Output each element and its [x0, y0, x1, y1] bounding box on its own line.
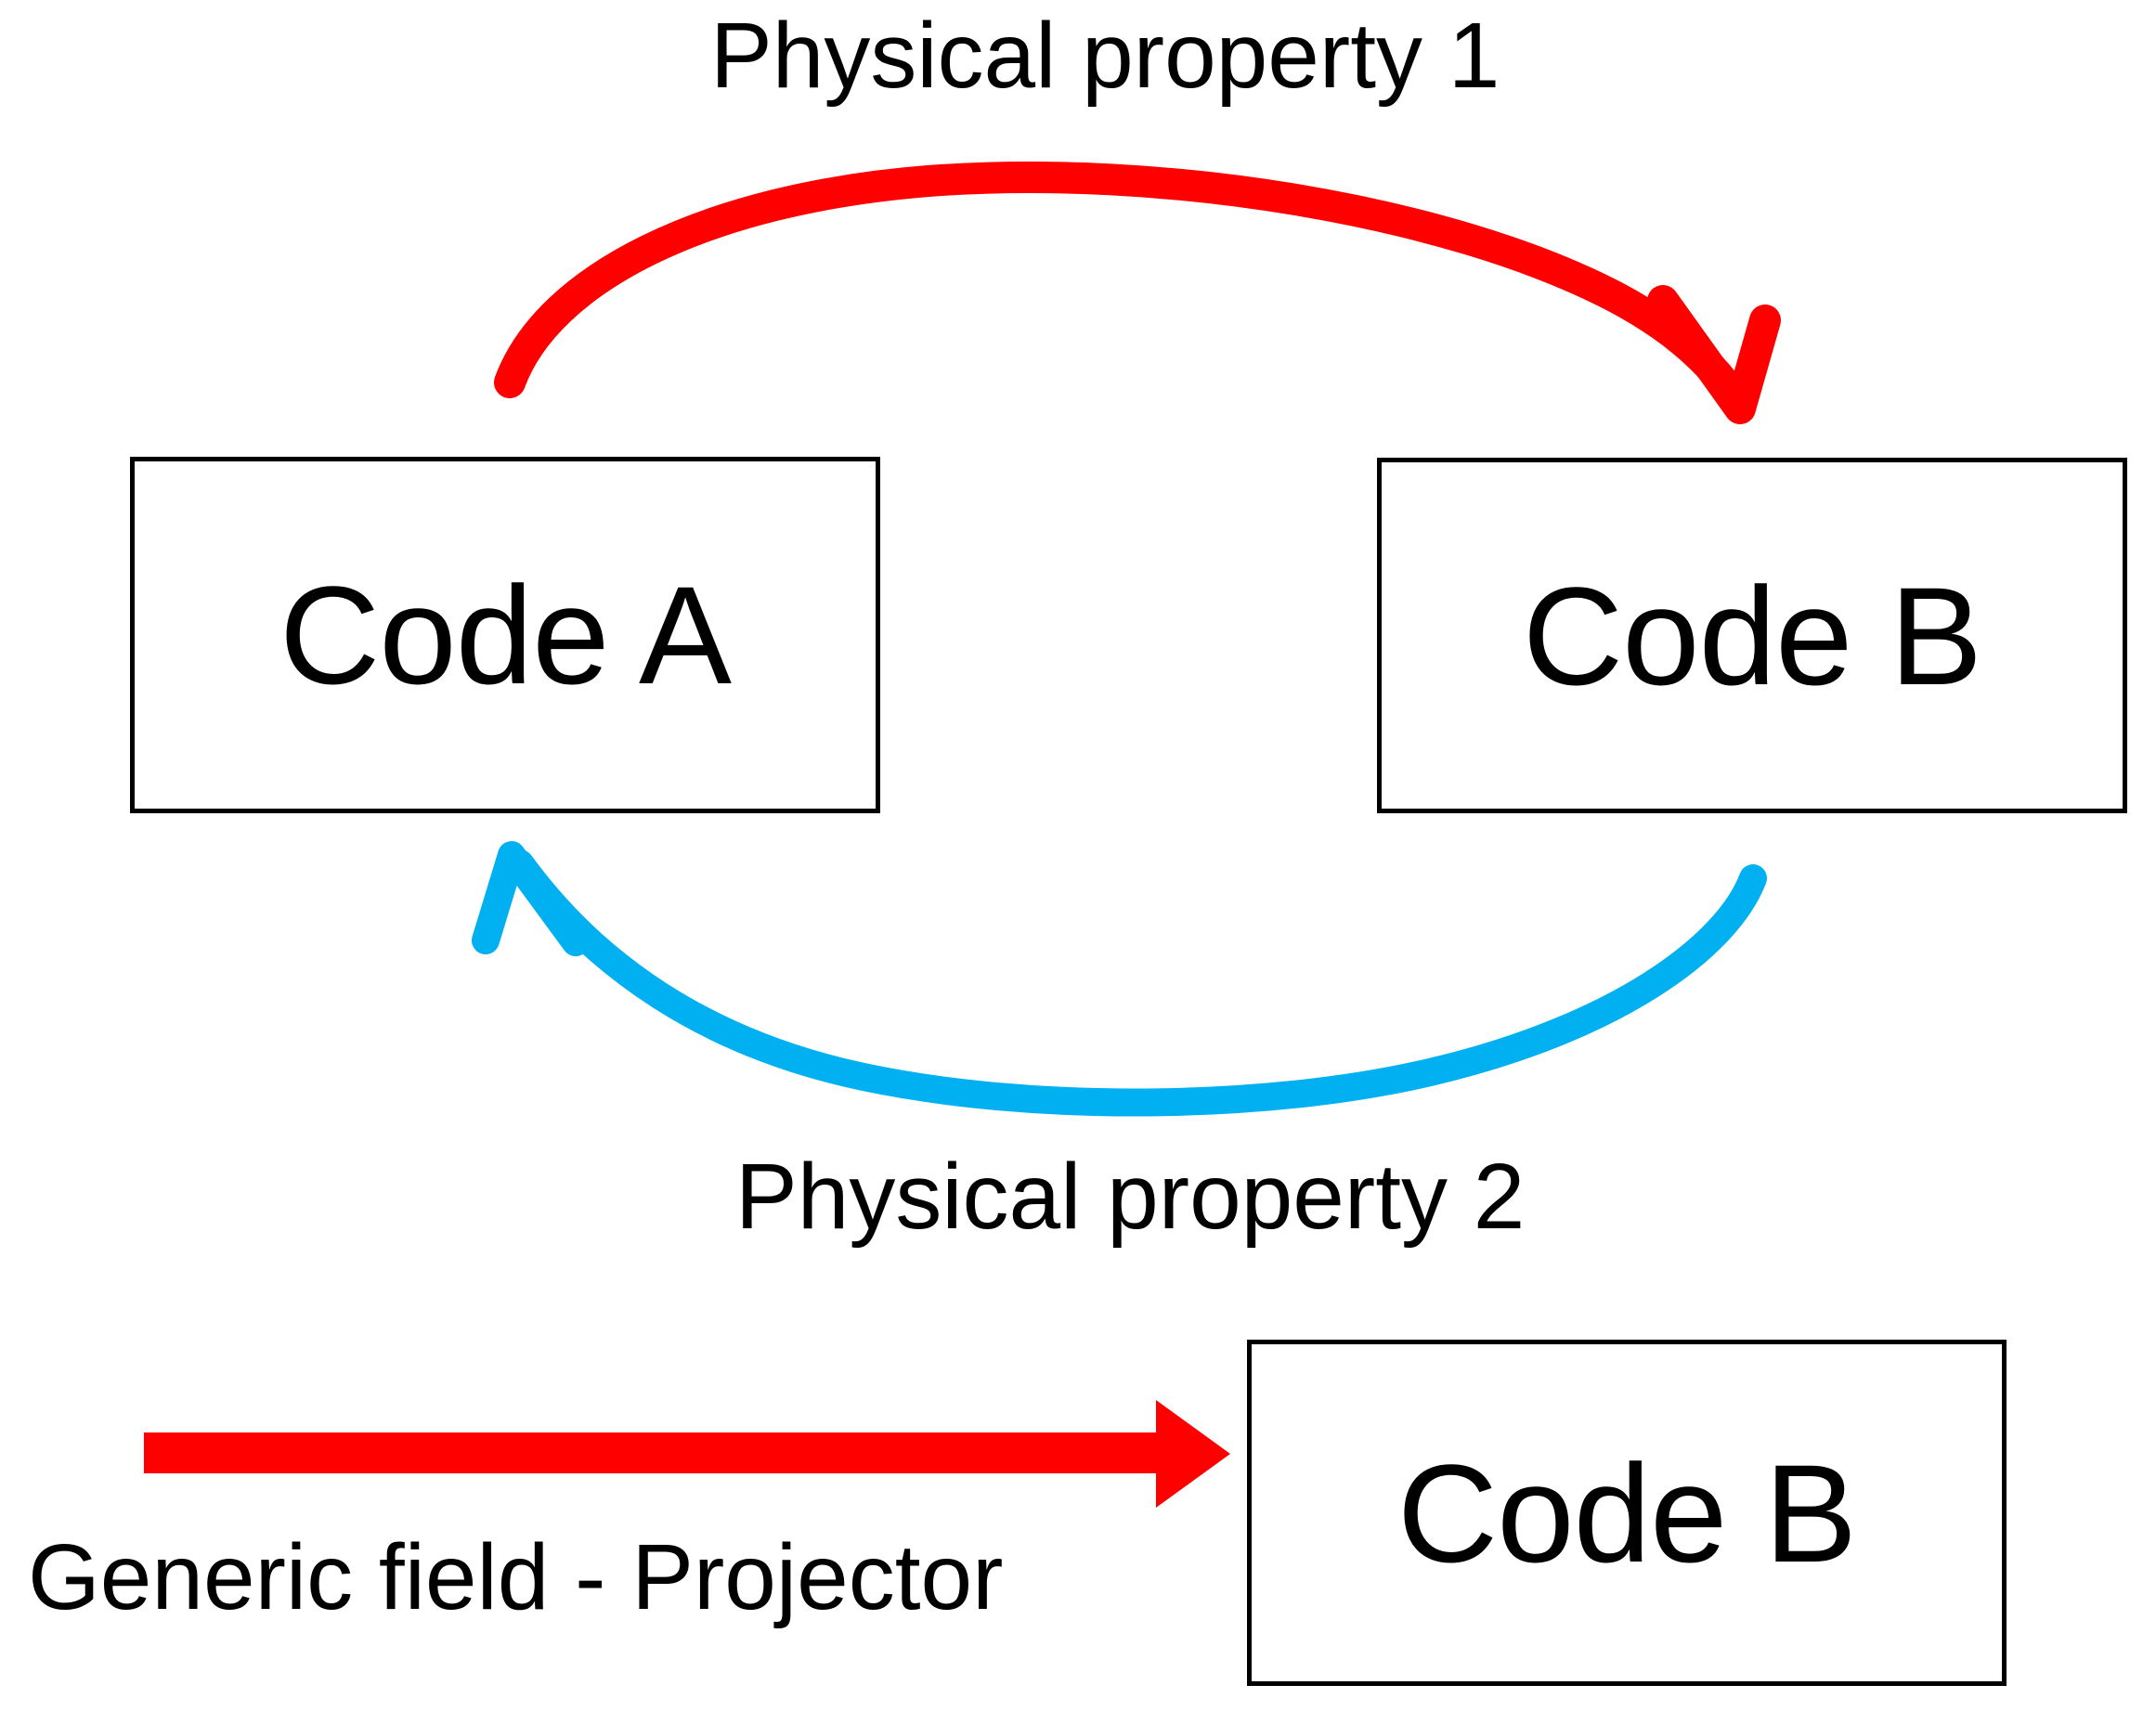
node-box-code-b-top[interactable]: Code B	[1377, 458, 2127, 813]
edge-label-physical-property-1: Physical property 1	[710, 4, 1500, 108]
physical-property-2-arrowhead	[472, 841, 590, 956]
node-box-code-b-bottom[interactable]: Code B	[1247, 1340, 2007, 1686]
node-label-code-a: Code A	[279, 557, 732, 713]
node-box-code-a[interactable]: Code A	[130, 457, 880, 813]
physical-property-2-arrow	[472, 841, 1767, 1117]
physical-property-1-arrow	[494, 162, 1781, 424]
node-label-code-b-bottom: Code B	[1396, 1434, 1857, 1591]
edge-label-physical-property-2: Physical property 2	[735, 1145, 1526, 1249]
edge-label-generic-field-projector: Generic field - Projector	[28, 1525, 1004, 1629]
generic-field-projector-arrowhead	[1156, 1400, 1230, 1508]
node-label-code-b-top: Code B	[1522, 557, 1982, 714]
physical-property-1-arrow-shaft	[494, 162, 1756, 421]
generic-field-projector-arrow	[144, 1400, 1230, 1508]
physical-property-1-arrowhead	[1647, 285, 1781, 424]
physical-property-2-arrow-shaft	[506, 849, 1767, 1117]
